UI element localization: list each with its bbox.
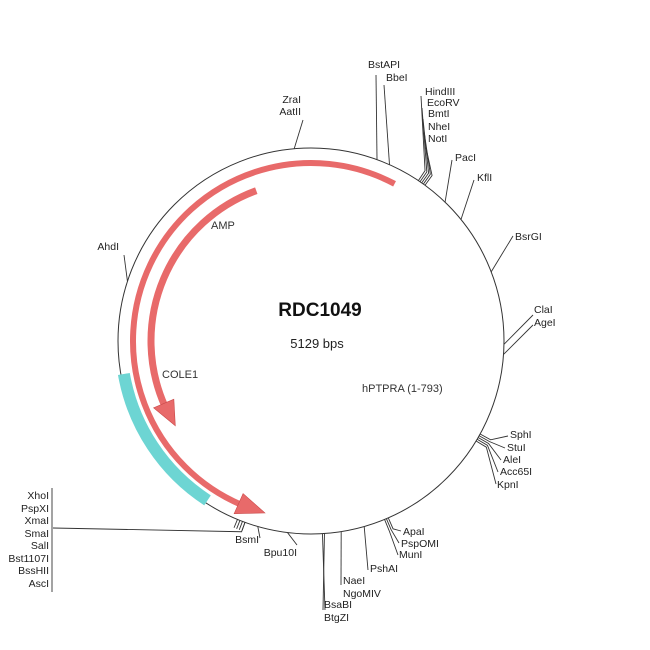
feature-label-hptpra: hPTPRA (1-793) <box>362 383 443 395</box>
site-bsmi: BsmI <box>235 526 261 546</box>
site-label: BsaBI <box>324 599 352 611</box>
site-label: AatII <box>279 106 301 118</box>
site-tick <box>490 235 514 273</box>
site-label: KflI <box>477 172 492 184</box>
feature-arrowhead-hptpra-1-793 <box>233 493 266 514</box>
site-tick <box>238 521 243 530</box>
site-label: AgeI <box>534 317 556 329</box>
site-tick <box>422 130 431 185</box>
site-label: NgoMIV <box>343 588 381 600</box>
site-kfli: KflI <box>460 172 492 220</box>
site-label: PacI <box>455 152 476 164</box>
site-label: SphI <box>510 429 532 441</box>
feature-label-amp: AMP <box>211 220 235 232</box>
site-label: NaeI <box>343 575 365 587</box>
site-tick <box>375 74 378 160</box>
site-label: Bst1107I <box>8 553 49 565</box>
site-tick <box>479 433 509 441</box>
site-label: BsrGI <box>515 231 542 243</box>
site-bbel: BbeI <box>383 72 408 165</box>
site-paci: PacI <box>444 152 476 203</box>
site-label: HindIII <box>425 86 455 98</box>
site-label: SalI <box>31 540 49 552</box>
site-label: AleI <box>503 454 521 466</box>
feature-arrowhead-amp <box>153 398 176 427</box>
site-label: BbeI <box>386 72 408 84</box>
site-label: ZraI <box>282 94 301 106</box>
site-label: ApaI <box>403 526 425 538</box>
site-tick <box>123 254 128 282</box>
feature-label-cole1: COLE1 <box>162 369 198 381</box>
site-tick <box>385 518 400 544</box>
site-label: BtgZI <box>324 612 349 624</box>
site-ahdi: AhdI <box>97 241 128 282</box>
site-tick <box>321 533 326 611</box>
plasmid-name: RDC1049 <box>278 300 361 321</box>
site-label: StuI <box>507 442 526 454</box>
site-label: Bpu10I <box>264 547 297 559</box>
site-label: AhdI <box>97 241 119 253</box>
site-tick <box>503 314 534 345</box>
site-tick <box>476 438 499 473</box>
site-label: SmaI <box>24 528 49 540</box>
site-bpu10i: Bpu10I <box>264 532 298 559</box>
site-label: NotI <box>428 133 447 145</box>
site-label: MunI <box>399 549 422 561</box>
site-label: BmtI <box>428 108 450 120</box>
site-tick <box>363 526 369 571</box>
site-tick <box>257 526 261 539</box>
site-leader <box>52 522 246 533</box>
site-label: XhoI <box>27 490 49 502</box>
site-tick <box>478 435 506 449</box>
site-tick <box>383 84 390 165</box>
site-label: XmaI <box>24 515 49 527</box>
site-label: PspXI <box>21 503 49 515</box>
site-bsrgi: BsrGI <box>490 231 542 273</box>
site-tick <box>233 519 238 528</box>
site-label: BssHII <box>18 565 49 577</box>
site-tick <box>417 95 426 181</box>
plasmid-backbone <box>117 147 505 535</box>
features-layer <box>117 160 396 514</box>
site-tick <box>460 179 475 220</box>
site-tick <box>293 119 304 149</box>
site-bstapi: BstAPI <box>368 59 400 160</box>
site-label: EcoRV <box>427 97 460 109</box>
site-tick <box>503 324 534 355</box>
feature-arc-cole1 <box>117 372 211 506</box>
site-label: BsmI <box>235 534 259 546</box>
site-label: Acc65I <box>500 466 532 478</box>
site-label: KpnI <box>497 479 519 491</box>
site-tick <box>477 437 502 461</box>
plasmid-length: 5129 bps <box>290 336 344 351</box>
site-tick <box>424 142 433 186</box>
site-tick <box>287 532 298 546</box>
site-tick <box>475 440 497 485</box>
site-label: NheI <box>428 121 450 133</box>
site-tick <box>419 107 428 183</box>
restriction-sites-layer: ZraIAatIIBstAPIBbeIHindIIIEcoRVBmtINheIN… <box>8 59 555 624</box>
site-label: PshAI <box>370 563 398 575</box>
site-pshai: PshAI <box>363 526 398 575</box>
site-tick <box>236 520 241 529</box>
site-label: ClaI <box>534 304 553 316</box>
site-label: AscI <box>29 578 49 590</box>
site-clai: ClaI <box>503 304 553 345</box>
feature-arc-amp <box>147 187 258 408</box>
feature-arc-hptpra-1-793 <box>130 160 396 508</box>
site-tick <box>384 519 399 556</box>
site-tick <box>444 159 453 203</box>
site-agei: AgeI <box>503 317 556 355</box>
site-label: BstAPI <box>368 59 400 71</box>
site-tick <box>387 517 402 532</box>
site-label: PspOMI <box>401 538 439 550</box>
